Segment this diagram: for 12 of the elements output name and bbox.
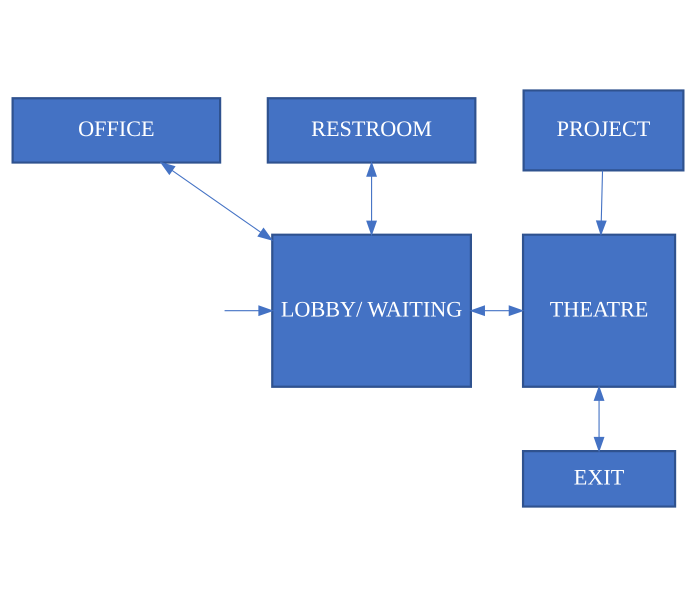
arrow [469, 305, 524, 316]
node-box: THEATRE [522, 234, 676, 388]
arrow [594, 385, 604, 452]
arrow [596, 170, 607, 236]
node-box: RESTROOM [266, 97, 476, 164]
node-box: LOBBY/ WAITING [271, 234, 472, 388]
node-box: PROJECT [522, 89, 684, 172]
arrow [366, 161, 378, 236]
node-box: EXIT [522, 450, 676, 508]
arrow [160, 162, 274, 241]
arrow [224, 305, 274, 316]
node-box: OFFICE [12, 97, 222, 164]
